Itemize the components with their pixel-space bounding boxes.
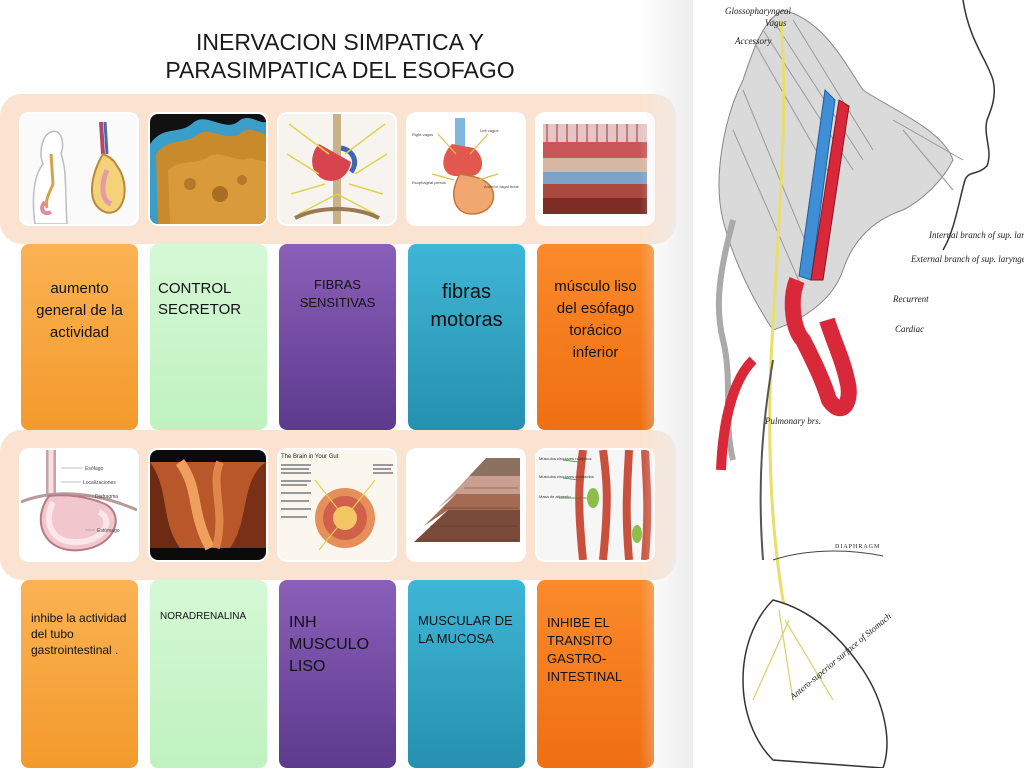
label-diafragma: Diafragma [95, 494, 118, 500]
label-glossopharyngeal: Glossopharyngeal [725, 6, 791, 16]
thumb-tissue-layers [537, 114, 653, 224]
card-text: FIBRAS SENSITIVAS [299, 277, 376, 310]
thumb-esophagus-diagram: Esófago Localizaciones Diafragma Estómag… [21, 450, 137, 560]
label-recurrent: Recurrent [892, 294, 929, 304]
svg-text:Left vagus: Left vagus [480, 128, 498, 133]
label-internal-branch: Internal branch of sup. laryngeal [928, 230, 1024, 240]
title-line-2: PARASIMPATICA DEL ESOFAGO [165, 57, 515, 83]
label-estomago: Estómago [97, 528, 120, 534]
label-cardiac: Cardiac [895, 324, 924, 334]
thumb-mucosa-micrograph [150, 114, 266, 224]
title-line-1: INERVACION SIMPATICA Y [196, 29, 484, 55]
card-text: aumento general de la actividad [36, 280, 123, 341]
card-noradrenalina: NORADRENALINA [150, 580, 267, 768]
card-text: CONTROL SECRETOR [158, 280, 242, 318]
thumb-canyon-photo [150, 450, 266, 560]
thumb-brain-in-gut: The Brain in Your Gut [279, 450, 395, 560]
thumb-digestive-silhouette [21, 114, 137, 224]
label-pulmonary: Pulmonary brs. [764, 416, 821, 426]
fade-strip [640, 0, 693, 768]
thumb-thorax-nerves [279, 114, 395, 224]
label-esofago: Esófago [85, 466, 104, 472]
brain-gut-heading: The Brain in Your Gut [281, 454, 339, 460]
card-muscular-mucosa: MUSCULAR DE LA MUCOSA [408, 580, 525, 768]
card-text: MUSCULAR DE LA MUCOSA [418, 613, 513, 646]
card-inh-musculo-liso: INH MUSCULO LISO [279, 580, 396, 768]
label-contraidos: Músculos circulares contraídos [539, 474, 594, 479]
vagus-anatomy-figure: Glossopharyngeal Vagus Accessory Interna… [693, 0, 1024, 769]
card-text: NORADRENALINA [160, 611, 247, 622]
label-diaphragm: DIAPHRAGM [835, 544, 880, 550]
thumb-esophagus-nerves: Right vagus Left vagus Esophageal plexus… [408, 114, 524, 224]
slide-title: INERVACION SIMPATICA Y PARASIMPATICA DEL… [0, 28, 680, 84]
card-fibras-sensitivas: FIBRAS SENSITIVAS [279, 244, 396, 430]
card-aumento: aumento general de la actividad [21, 244, 138, 430]
card-text: INHIBE EL TRANSITO GASTRO- INTESTINAL [547, 615, 623, 684]
card-fibras-motoras: fibras motoras [408, 244, 525, 430]
thumb-peristalsis: Músculos circulares relajados Músculos c… [537, 450, 653, 560]
card-text: inhibe la actividad del tubo gastrointes… [31, 611, 127, 657]
label-vagus: Vagus [765, 18, 787, 28]
label-accessory: Accessory [734, 36, 771, 46]
label-masa: Masa de alimento [539, 494, 571, 499]
label-external-branch: External branch of sup. laryngeal [910, 254, 1024, 264]
card-inhibe-transito: INHIBE EL TRANSITO GASTRO- INTESTINAL [537, 580, 654, 768]
svg-text:Right vagus: Right vagus [412, 132, 433, 137]
label-relajados: Músculos circulares relajados [539, 456, 591, 461]
card-inhibe-actividad: inhibe la actividad del tubo gastrointes… [21, 580, 138, 768]
svg-text:Anterior vagal trunk: Anterior vagal trunk [484, 184, 519, 189]
card-text: fibras motoras [430, 281, 503, 331]
card-control-secretor: CONTROL SECRETOR [150, 244, 267, 430]
card-text: INH MUSCULO LISO [289, 614, 370, 675]
label-localizaciones: Localizaciones [83, 480, 116, 486]
thumb-mucosa-layers-3d [408, 450, 524, 560]
svg-text:Esophageal plexus: Esophageal plexus [412, 180, 446, 185]
card-text: músculo liso del esófago torácico inferi… [554, 278, 637, 361]
card-musculo-liso: músculo liso del esófago torácico inferi… [537, 244, 654, 430]
